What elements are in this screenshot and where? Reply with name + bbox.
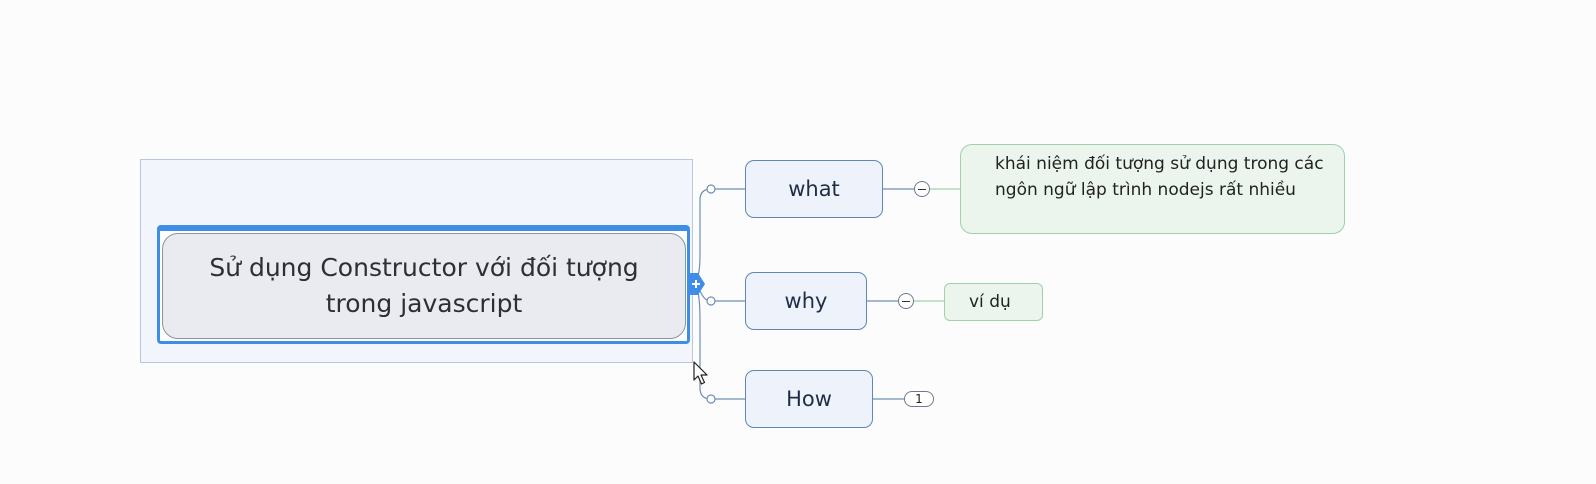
subtopic-what[interactable]: what xyxy=(745,160,883,218)
collapse-minus-icon[interactable] xyxy=(914,181,930,197)
subtopic-why-label: why xyxy=(784,289,828,313)
leaf-why-example-text: ví dụ xyxy=(969,292,1011,312)
leaf-why-example[interactable]: ví dụ xyxy=(944,283,1043,321)
expand-plus-icon[interactable] xyxy=(688,273,705,295)
subtopic-what-label: what xyxy=(788,177,840,201)
connector-node-why xyxy=(706,296,716,306)
connector-what xyxy=(692,188,745,284)
leaf-what-detail-text: khái niệm đối tượng sử dụng trong các ng… xyxy=(995,154,1324,200)
collapse-minus-icon[interactable] xyxy=(898,293,914,309)
mouse-pointer-icon xyxy=(693,361,708,385)
collapsed-count-badge[interactable]: 1 xyxy=(904,391,934,407)
subtopic-how-label: How xyxy=(786,387,832,411)
connector-node-how xyxy=(706,394,716,404)
central-topic-text: Sử dụng Constructor với đối tượng trong … xyxy=(209,253,639,318)
central-topic[interactable]: Sử dụng Constructor với đối tượng trong … xyxy=(162,233,686,339)
leaf-what-detail[interactable]: khái niệm đối tượng sử dụng trong các ng… xyxy=(960,144,1345,234)
subtopic-how[interactable]: How xyxy=(745,370,873,428)
connector-node-what xyxy=(706,184,716,194)
subtopic-why[interactable]: why xyxy=(745,272,867,330)
